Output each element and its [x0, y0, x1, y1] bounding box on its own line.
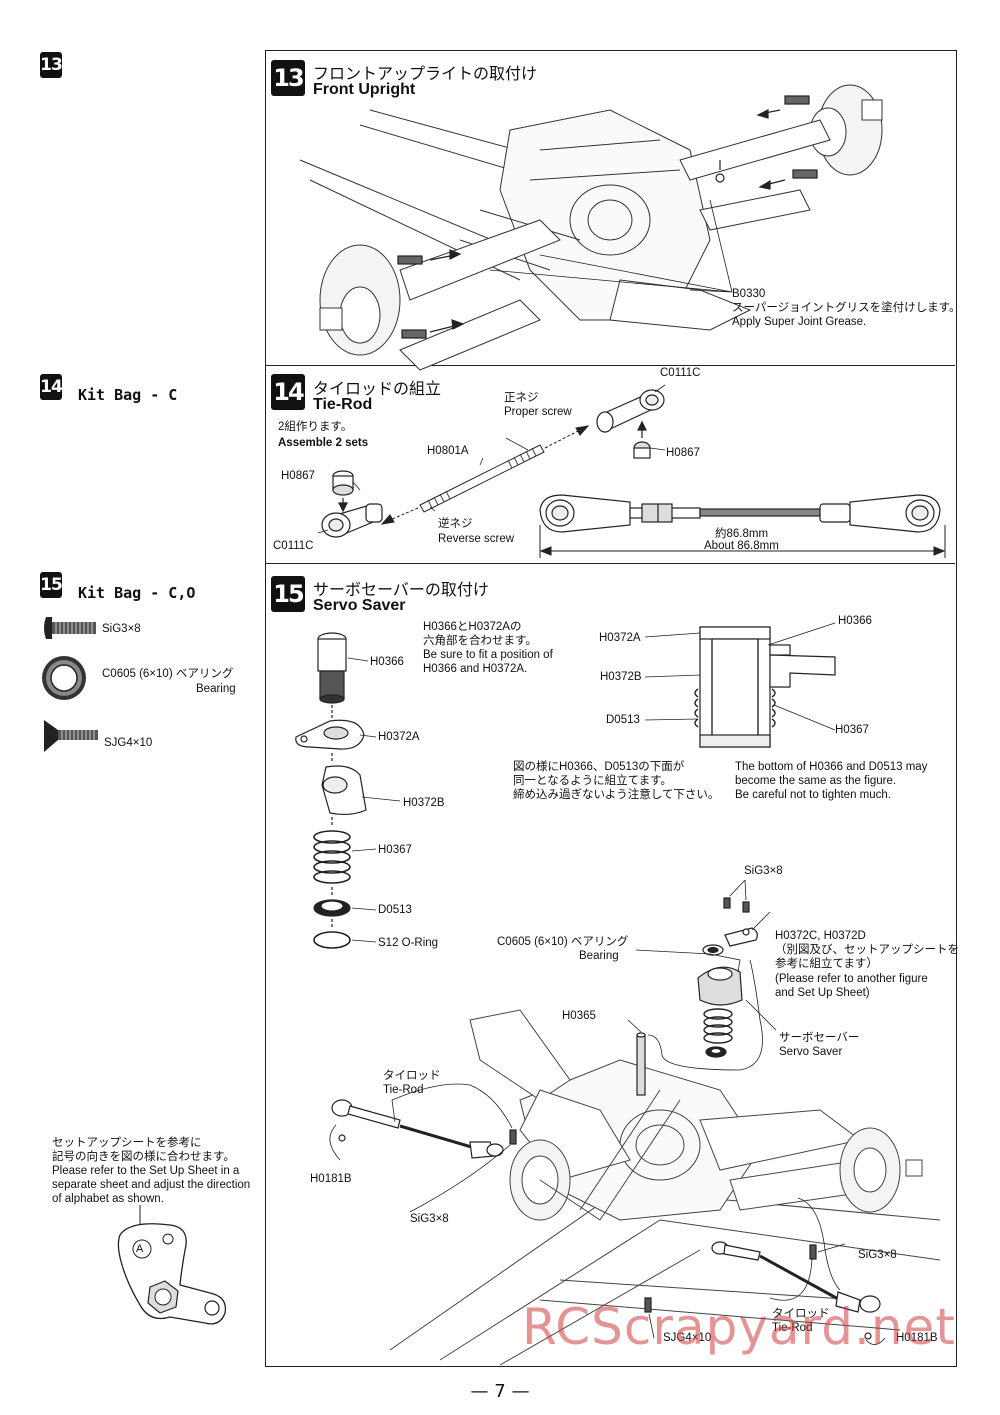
- servo-saver-exploded-stack: [295, 632, 401, 949]
- sidebar-step15-kitbag: Kit Bag - C,O: [78, 584, 196, 602]
- section-label-h0372b: H0372B: [600, 671, 642, 683]
- servo-saver-assembly-drawing: [329, 879, 941, 1366]
- asm-label-h0372c-jp1: （別図及び、セットアップシートを: [775, 944, 959, 956]
- section-label-d0513: D0513: [606, 714, 640, 726]
- fit-note-line4: H0366 and H0372A.: [423, 663, 528, 675]
- asm-label-bearing-en: Bearing: [579, 950, 619, 962]
- section-note-jp-2: 同一となるように組立てます。: [513, 775, 672, 787]
- stack-label-h0367: H0367: [378, 844, 412, 856]
- front-upright-drawing: [299, 84, 883, 371]
- bearing-icon: [42, 656, 86, 700]
- label-c0111c-top: C0111C: [660, 367, 701, 379]
- part-label-c0605: C0605 (6×10) ベアリング: [102, 668, 234, 680]
- step13-title-en: Front Upright: [313, 81, 416, 98]
- sidebar-step14-number: 14: [40, 374, 63, 400]
- sidebar-step14-kitbag: Kit Bag - C: [78, 386, 178, 404]
- asm-label-tierod-jp-left: タイロッド: [383, 1070, 441, 1082]
- step14-title-en: Tie-Rod: [313, 396, 373, 413]
- countersunk-screw-icon: [44, 720, 98, 752]
- setup-note-line5: of alphabet as shown.: [52, 1193, 164, 1205]
- asm-label-sig3x8-top: SiG3×8: [744, 865, 783, 877]
- step13-number: 13: [271, 60, 305, 96]
- section-note-en-3: Be careful not to tighten much.: [735, 789, 891, 801]
- label-proper-screw-en: Proper screw: [504, 406, 572, 418]
- asm-label-h0372c-jp2: 参考に組立てます）: [775, 958, 878, 970]
- section-label-h0367: H0367: [835, 724, 869, 736]
- stack-label-h0372a: H0372A: [378, 731, 420, 743]
- page-number: — 7 —: [470, 1381, 530, 1402]
- fit-note-line1: H0366とH0372Aの: [423, 621, 522, 633]
- asm-label-sig3x8-right: SiG3×8: [858, 1249, 897, 1261]
- asm-label-h0365: H0365: [562, 1010, 596, 1022]
- asm-label-h0372c-en2: and Set Up Sheet): [775, 987, 870, 999]
- fit-note-line3: Be sure to fit a position of: [423, 649, 553, 661]
- watermark-text: RCScrapyard.net: [522, 1298, 956, 1356]
- setup-marker-letter: A: [136, 1243, 144, 1255]
- grease-part-label: B0330: [732, 288, 766, 300]
- step14-title-jp: タイロッドの組立: [313, 381, 442, 398]
- section-note-jp-1: 図の様にH0366、D0513の下面が: [513, 761, 685, 773]
- label-h0867-right: H0867: [666, 447, 700, 459]
- servo-saver-section-drawing: [644, 622, 836, 748]
- step15-number: 15: [271, 576, 305, 612]
- asm-label-h0372c: H0372C, H0372D: [775, 930, 866, 942]
- divider-13-14: [265, 365, 955, 366]
- step14-sets-en: Assemble 2 sets: [278, 437, 369, 449]
- asm-label-h0372c-en1: (Please refer to another figure: [775, 973, 928, 985]
- part-label-sig3x8: SiG3×8: [102, 623, 141, 635]
- stack-label-o-ring: S12 O-Ring: [378, 937, 439, 949]
- label-length-en: About 86.8mm: [704, 540, 779, 552]
- stack-label-h0372b: H0372B: [403, 797, 445, 809]
- section-note-en-2: become the same as the figure.: [735, 775, 897, 787]
- asm-label-saver-en: Servo Saver: [779, 1046, 843, 1058]
- setup-note-line2: 記号の向きを図の様に合わせます。: [52, 1151, 235, 1163]
- step14-number: 14: [271, 374, 305, 410]
- fit-note-line2: 六角部を合わせます。: [423, 635, 537, 647]
- servo-saver-arm-drawing: [117, 1205, 227, 1325]
- grease-note-jp: スーパージョイントグリスを塗付けします。: [732, 302, 961, 314]
- part-label-sjg4x10: SJG4×10: [104, 737, 153, 749]
- asm-label-bearing-jp: C0605 (6×10) ベアリング: [497, 936, 629, 948]
- label-reverse-screw-jp: 逆ネジ: [438, 518, 473, 530]
- step15-title-jp: サーボセーバーの取付け: [313, 582, 489, 599]
- setup-note-line3: Please refer to the Set Up Sheet in a: [52, 1165, 240, 1177]
- asm-label-h0181b-left: H0181B: [310, 1173, 352, 1185]
- divider-14-15: [265, 563, 955, 564]
- step13-title-jp: フロントアップライトの取付け: [313, 66, 538, 83]
- asm-label-tierod-en-right: Tie-Rod: [772, 1322, 813, 1334]
- section-note-jp-3: 締め込み過ぎないよう注意して下さい。: [513, 789, 720, 801]
- sidebar-step13-number: 13: [40, 52, 63, 78]
- stack-label-h0366: H0366: [370, 656, 404, 668]
- label-h0867-left: H0867: [281, 470, 315, 482]
- asm-label-h0181b-right: H0181B: [896, 1332, 938, 1344]
- parts-icons: [42, 617, 98, 752]
- tie-rod-exploded-drawing: [317, 384, 946, 558]
- asm-label-tierod-en-left: Tie-Rod: [383, 1084, 424, 1096]
- sidebar-step15-number: 15: [40, 572, 63, 598]
- screw-icon: [44, 617, 96, 639]
- step15-title-en: Servo Saver: [313, 597, 406, 614]
- label-proper-screw-jp: 正ネジ: [504, 392, 539, 404]
- label-length-jp: 約86.8mm: [715, 528, 769, 540]
- instruction-frame: [265, 50, 957, 1367]
- part-label-c0605-en: Bearing: [196, 683, 236, 695]
- label-c0111c-bottom: C0111C: [273, 540, 314, 552]
- section-note-en-1: The bottom of H0366 and D0513 may: [735, 761, 928, 773]
- label-h0801a: H0801A: [427, 445, 469, 457]
- step14-sets-jp: 2組作ります。: [278, 421, 353, 433]
- label-reverse-screw-en: Reverse screw: [438, 533, 515, 545]
- asm-label-sjg4x10: SJG4×10: [663, 1332, 712, 1344]
- section-label-h0366: H0366: [838, 615, 872, 627]
- asm-label-saver-jp: サーボセーバー: [779, 1032, 860, 1044]
- asm-label-sig3x8-left: SiG3×8: [410, 1213, 449, 1225]
- section-label-h0372a: H0372A: [599, 632, 641, 644]
- setup-note-line1: セットアップシートを参考に: [52, 1137, 202, 1149]
- stack-label-d0513: D0513: [378, 904, 412, 916]
- grease-note-en: Apply Super Joint Grease.: [732, 316, 867, 328]
- setup-note-line4: separate sheet and adjust the direction: [52, 1179, 251, 1191]
- asm-label-tierod-jp-right: タイロッド: [772, 1308, 830, 1320]
